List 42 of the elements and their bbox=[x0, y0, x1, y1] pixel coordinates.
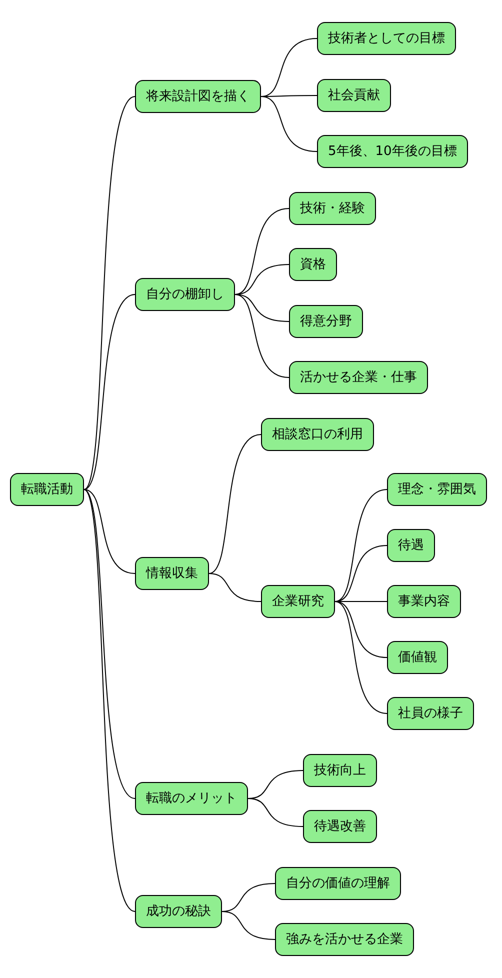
topic-node: 理念・雰囲気 bbox=[387, 473, 487, 506]
topic-node: 将来設計図を描く bbox=[135, 80, 261, 113]
connector-line bbox=[260, 96, 318, 152]
topic-node: 自分の棚卸し bbox=[135, 278, 235, 311]
topic-node: 社会貢献 bbox=[317, 79, 391, 112]
topic-node: 社員の様子 bbox=[387, 697, 474, 730]
connector-line bbox=[234, 294, 290, 322]
connector-line bbox=[260, 38, 318, 97]
connector-line bbox=[334, 601, 388, 602]
topic-node: 資格 bbox=[289, 248, 337, 281]
topic-node: 相談窓口の利用 bbox=[261, 418, 374, 451]
topic-node: 技術・経験 bbox=[289, 192, 376, 225]
topic-node: 得意分野 bbox=[289, 305, 363, 338]
connector-line bbox=[84, 489, 136, 574]
topic-node: 事業内容 bbox=[387, 585, 461, 618]
connector-line bbox=[84, 294, 136, 490]
connector-line bbox=[208, 434, 262, 574]
connector-line bbox=[334, 601, 388, 714]
topic-node: 待遇 bbox=[387, 529, 435, 562]
topic-node: 技術者としての目標 bbox=[317, 22, 456, 55]
connector-line bbox=[84, 489, 136, 912]
topic-node: 自分の価値の理解 bbox=[275, 867, 401, 900]
connector-line bbox=[334, 545, 388, 602]
topic-node: 転職活動 bbox=[10, 473, 84, 506]
connector-line bbox=[234, 208, 290, 295]
topic-node: 転職のメリット bbox=[135, 782, 248, 815]
topic-node: 活かせる企業・仕事 bbox=[289, 361, 428, 394]
topic-node: 待遇改善 bbox=[303, 810, 377, 843]
topic-node: 情報収集 bbox=[135, 557, 209, 590]
topic-node: 企業研究 bbox=[261, 585, 335, 618]
connector-line bbox=[222, 911, 276, 940]
topic-node: 成功の秘訣 bbox=[135, 895, 222, 928]
topic-node: 5年後、10年後の目標 bbox=[317, 135, 468, 168]
connector-line bbox=[248, 798, 304, 827]
connector-line bbox=[334, 489, 388, 602]
topic-node: 強みを活かせる企業 bbox=[275, 923, 414, 956]
topic-node: 技術向上 bbox=[303, 754, 377, 787]
connector-line bbox=[334, 601, 388, 658]
topic-node: 価値観 bbox=[387, 641, 448, 674]
connector-line bbox=[208, 573, 262, 602]
connector-line bbox=[234, 294, 290, 378]
connector-line bbox=[84, 96, 136, 490]
